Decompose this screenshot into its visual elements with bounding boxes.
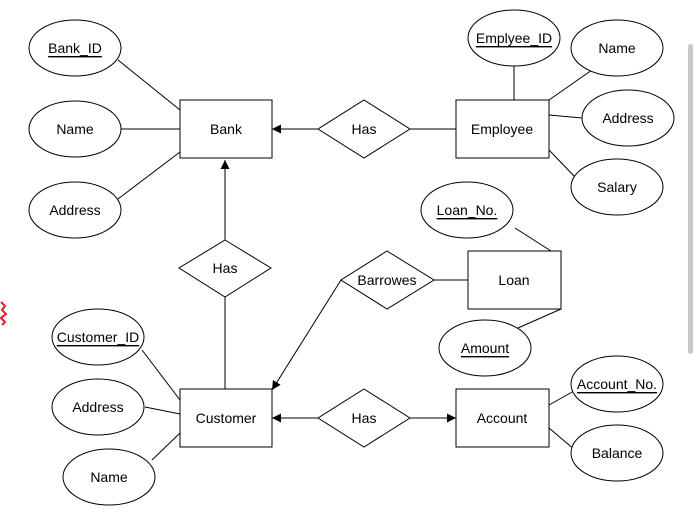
attribute-bank-address[interactable]: Address — [28, 181, 122, 239]
attribute-employee-salary-label: Salary — [597, 179, 637, 195]
entity-customer[interactable]: Customer — [179, 388, 273, 448]
attribute-account-balance[interactable]: Balance — [570, 424, 664, 482]
edge-employee-salary — [548, 149, 576, 178]
edge-employee-name — [548, 69, 593, 101]
attribute-employee-address[interactable]: Address — [581, 89, 675, 147]
attribute-account-balance-label: Balance — [592, 445, 643, 461]
edge-bank-address — [117, 151, 181, 200]
attribute-employee-id[interactable]: Emplyee_ID — [467, 9, 561, 67]
entity-employee-label: Employee — [471, 121, 533, 137]
attribute-loan-no-label: Loan_No. — [437, 202, 498, 218]
edge-customer-id — [141, 349, 181, 401]
attribute-customer-address-label: Address — [72, 399, 123, 415]
entity-account-label: Account — [477, 410, 528, 426]
attribute-loan-amount-label: Amount — [461, 340, 509, 356]
edge-account-balance — [548, 427, 576, 451]
relationship-bank-employee-label: Has — [352, 121, 377, 137]
attribute-employee-id-label: Emplyee_ID — [476, 30, 552, 46]
attribute-loan-no[interactable]: Loan_No. — [420, 181, 514, 239]
attribute-customer-id[interactable]: Customer_ID — [51, 308, 145, 366]
relationship-customer-loan[interactable]: Barrowes — [340, 250, 435, 310]
edge-customer-address — [144, 406, 181, 415]
attribute-loan-amount[interactable]: Amount — [438, 319, 532, 377]
arrow-barrowes-to-customer — [271, 279, 342, 391]
entity-customer-label: Customer — [196, 410, 257, 426]
attribute-customer-address[interactable]: Address — [51, 378, 145, 436]
relationship-customer-loan-label: Barrowes — [357, 272, 416, 288]
relationship-customer-account-label: Has — [352, 410, 377, 426]
entity-employee[interactable]: Employee — [455, 99, 550, 159]
attribute-customer-name-label: Name — [90, 469, 128, 485]
attribute-employee-name[interactable]: Name — [570, 19, 664, 77]
edge-loan-amount — [517, 308, 562, 329]
edge-employee-address — [548, 114, 583, 119]
relationship-customer-account[interactable]: Has — [317, 388, 411, 448]
entity-loan-label: Loan — [498, 272, 529, 288]
attribute-bank-id-label: Bank_ID — [48, 40, 102, 56]
attribute-employee-name-label: Name — [598, 40, 636, 56]
entity-bank[interactable]: Bank — [179, 99, 273, 159]
edge-loan-no — [514, 227, 552, 252]
vertical-scrollbar[interactable] — [688, 44, 693, 354]
attribute-bank-address-label: Address — [49, 202, 100, 218]
edge-account-no — [548, 390, 575, 406]
attribute-employee-salary[interactable]: Salary — [570, 158, 664, 216]
attribute-bank-name-label: Name — [56, 121, 94, 137]
connectors — [117, 59, 593, 461]
attribute-bank-name[interactable]: Name — [28, 100, 122, 158]
attribute-customer-name[interactable]: Name — [62, 448, 156, 506]
attribute-employee-address-label: Address — [602, 110, 653, 126]
relationship-bank-employee[interactable]: Has — [317, 99, 411, 159]
entity-bank-label: Bank — [210, 121, 243, 137]
relationship-bank-customer[interactable]: Has — [178, 239, 272, 298]
red-scribble-mark — [0, 301, 8, 326]
entity-loan[interactable]: Loan — [467, 250, 562, 310]
entity-account[interactable]: Account — [455, 388, 550, 448]
attribute-account-no-label: Account_No. — [577, 376, 657, 392]
edge-customer-name — [151, 432, 181, 461]
edge-bank-id — [117, 59, 181, 111]
attribute-bank-id[interactable]: Bank_ID — [28, 19, 122, 77]
attribute-account-no[interactable]: Account_No. — [570, 355, 664, 413]
relationship-bank-customer-label: Has — [213, 260, 238, 276]
attribute-customer-id-label: Customer_ID — [57, 329, 139, 345]
